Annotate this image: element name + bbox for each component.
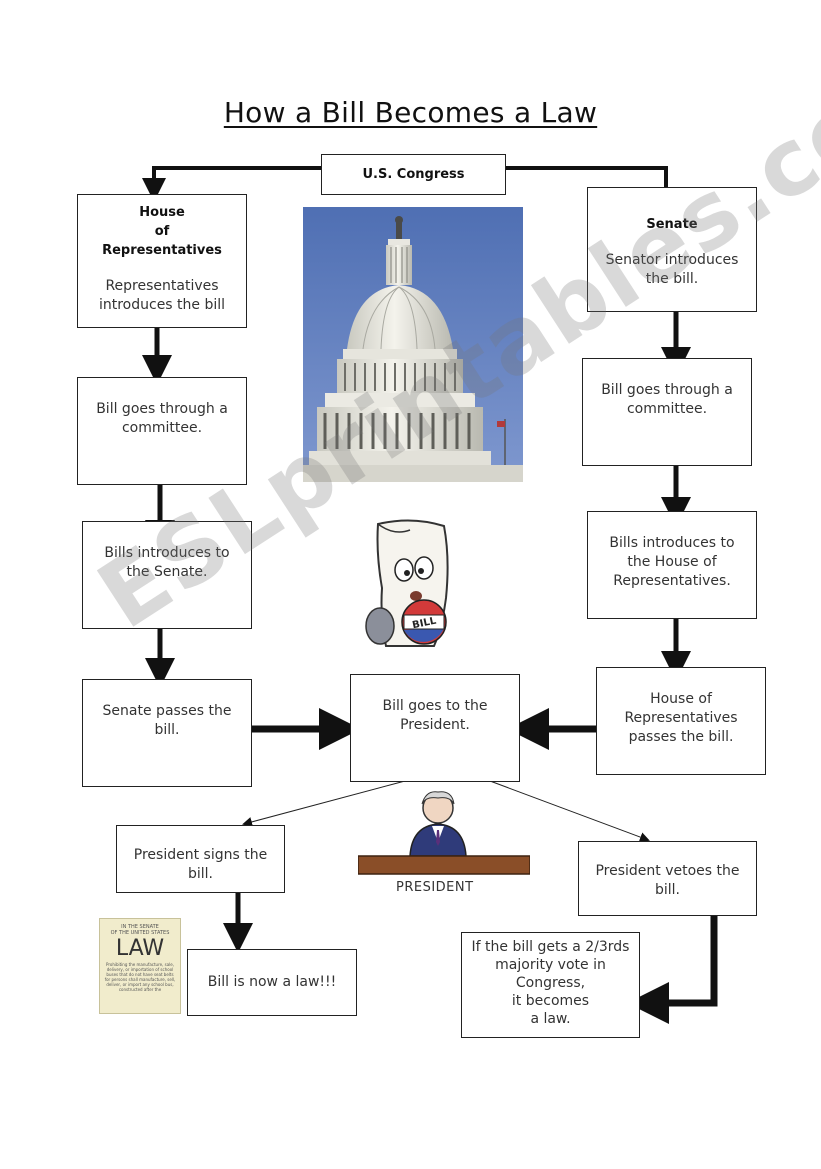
president-line-2: President. (400, 717, 470, 733)
bill-cartoon-image: BILL (365, 519, 449, 647)
right-committee-line-1: Bill goes through a (601, 382, 733, 398)
house-heading-line-2: of (154, 224, 170, 239)
law-doc-header-1: IN THE SENATE (121, 924, 159, 930)
house-text-line-2: introduces the bill (98, 297, 226, 313)
vetoes-line-2: bill. (654, 882, 680, 898)
house-passes-line-2: Representatives (624, 710, 738, 726)
president-box: Bill goes to the President. (350, 674, 520, 782)
bill-tag-text: BILL (411, 615, 437, 631)
to-house-line-1: Bills introduces to (609, 535, 735, 551)
override-line-1: If the bill gets a 2/3rds (471, 939, 630, 955)
law-box: Bill is now a law!!! (187, 949, 357, 1016)
house-passes-line-1: House of (650, 691, 712, 707)
law-document-image: IN THE SENATE OF THE UNITED STATES LAW P… (99, 918, 181, 1014)
override-line-3: Congress, (515, 975, 586, 991)
senate-text-line-2: the bill. (645, 271, 699, 287)
override-box: If the bill gets a 2/3rds majority vote … (461, 932, 640, 1038)
override-line-5: a law. (530, 1011, 571, 1027)
left-committee-line-2: committee. (121, 420, 203, 436)
to-senate-line-2: the Senate. (126, 564, 208, 580)
president-figure-image (358, 791, 530, 875)
left-committee-line-1: Bill goes through a (96, 401, 228, 417)
senate-passes-box: Senate passes the bill. (82, 679, 252, 787)
house-passes-box: House of Representatives passes the bill… (596, 667, 766, 775)
law-doc-header-2: OF THE UNITED STATES (110, 930, 170, 936)
house-text-line-1: Representatives (105, 278, 219, 294)
president-line-1: Bill goes to the (382, 698, 488, 714)
law-doc-title: LAW (115, 936, 165, 961)
to-senate-line-1: Bills introduces to (104, 545, 230, 561)
left-committee-box: Bill goes through a committee. (77, 377, 247, 485)
override-line-2: majority vote in (495, 957, 606, 973)
vetoes-line-1: President vetoes the (595, 863, 740, 879)
senate-box: Senate Senator introduces the bill. (587, 187, 757, 312)
arrow-veto-to-override (627, 915, 718, 1024)
vetoes-box: President vetoes the bill. (578, 841, 757, 916)
branch-line-left (142, 166, 321, 202)
house-box: House of Representatives Representatives… (77, 194, 247, 328)
house-passes-line-3: passes the bill. (628, 729, 734, 745)
senate-passes-line-1: Senate passes the (102, 703, 232, 719)
law-text: Bill is now a law!!! (207, 974, 337, 990)
president-image-label: PRESIDENT (396, 880, 474, 895)
law-doc-body: Prohibiting the manufacture, sale, deliv… (104, 962, 176, 992)
right-committee-box: Bill goes through a committee. (582, 358, 752, 466)
to-house-line-3: Representatives. (613, 573, 731, 589)
to-senate-box: Bills introduces to the Senate. (82, 521, 252, 629)
override-line-4: it becomes (511, 993, 590, 1009)
signs-box: President signs the bill. (116, 825, 285, 893)
senate-heading: Senate (646, 217, 698, 232)
to-house-box: Bills introduces to the House of Represe… (587, 511, 757, 619)
house-heading-line-1: House (139, 205, 185, 220)
signs-line-2: bill. (187, 866, 213, 882)
congress-box: U.S. Congress (321, 154, 506, 195)
congress-label: U.S. Congress (362, 167, 465, 182)
signs-line-1: President signs the (133, 847, 268, 863)
right-committee-line-2: committee. (626, 401, 708, 417)
to-house-line-2: the House of (627, 554, 717, 570)
house-heading-line-3: Representatives (102, 243, 222, 258)
senate-text-line-1: Senator introduces (605, 252, 739, 268)
senate-passes-line-2: bill. (154, 722, 180, 738)
page-title: How a Bill Becomes a Law (223, 96, 598, 129)
capitol-image (303, 207, 523, 482)
